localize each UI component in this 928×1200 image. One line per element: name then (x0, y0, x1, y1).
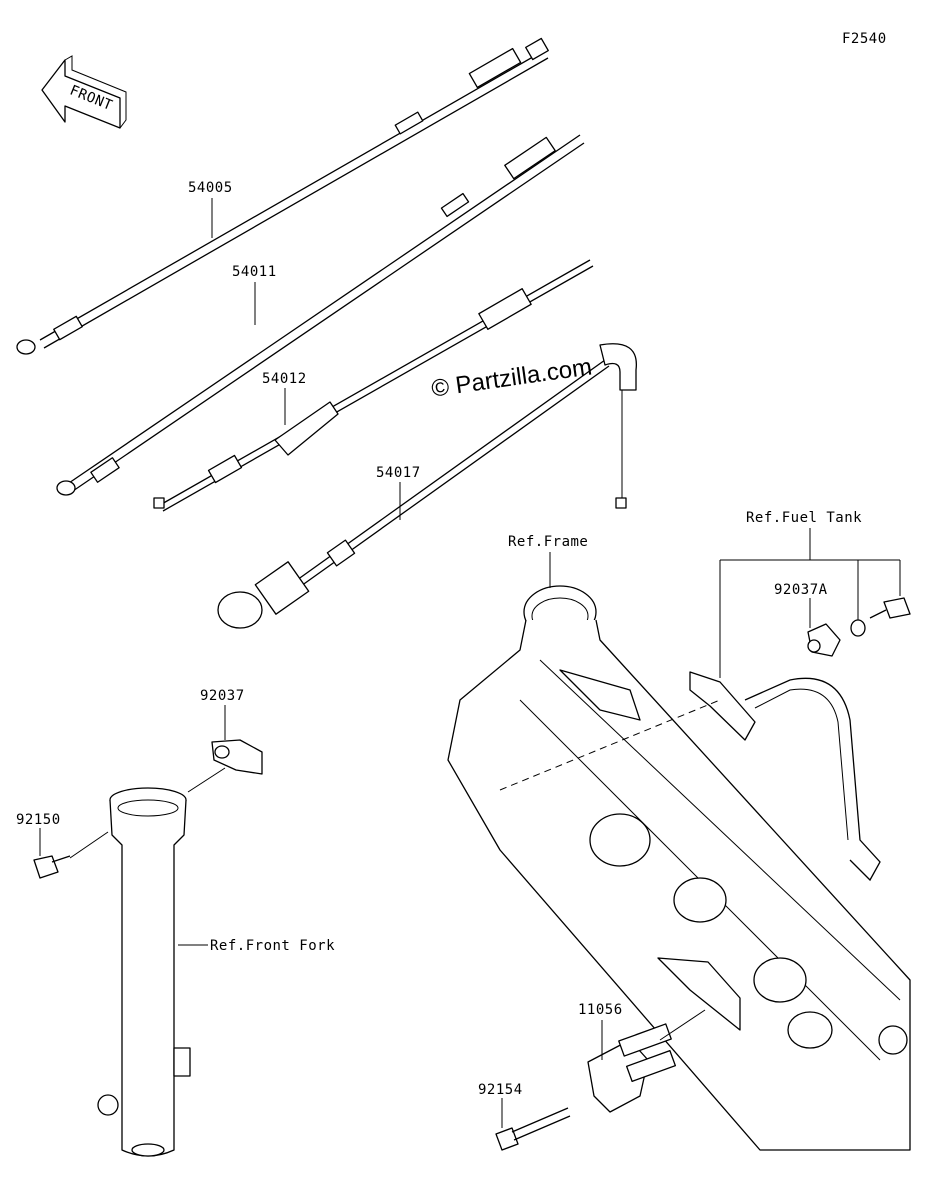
cable-54005[interactable] (16, 37, 549, 355)
part-label-54011: 54011 (232, 264, 277, 280)
part-label-54017: 54017 (376, 465, 421, 481)
front-arrow: FRONT (41, 55, 127, 129)
bolt-fuel-tank[interactable] (869, 597, 911, 619)
bolt-92154[interactable] (495, 1107, 571, 1151)
leader-92037-fork (187, 767, 226, 793)
ref-fuel-tank: Ref.Fuel Tank (746, 510, 862, 526)
clamp-92037A[interactable] (807, 623, 841, 657)
figure-id: F2540 (842, 31, 887, 47)
bolt-92150[interactable] (33, 855, 71, 879)
part-label-92150: 92150 (16, 812, 61, 828)
part-label-54005: 54005 (188, 180, 233, 196)
part-label-11056: 11056 (578, 1002, 623, 1018)
washer-fuel-tank[interactable] (850, 619, 866, 637)
bracket-11056[interactable] (587, 1023, 676, 1113)
dashed-guide-frame-bracket (499, 699, 721, 791)
clamp-92037[interactable] (211, 739, 263, 775)
part-label-92037: 92037 (200, 688, 245, 704)
part-label-92037A: 92037A (774, 582, 828, 598)
cable-54011[interactable] (56, 134, 585, 496)
fuel-tank-bracket[interactable] (689, 671, 881, 882)
frame[interactable] (447, 585, 911, 1151)
leader-11056-frame (659, 1009, 706, 1041)
front-fork[interactable] (97, 787, 191, 1157)
ref-front-fork: Ref.Front Fork (210, 938, 335, 954)
cable-54017[interactable] (217, 343, 637, 629)
cable-54012[interactable] (153, 259, 594, 512)
leader-92150-fork (69, 831, 109, 859)
part-label-54012: 54012 (262, 371, 307, 387)
part-label-92154: 92154 (478, 1082, 523, 1098)
ref-frame: Ref.Frame (508, 534, 588, 550)
